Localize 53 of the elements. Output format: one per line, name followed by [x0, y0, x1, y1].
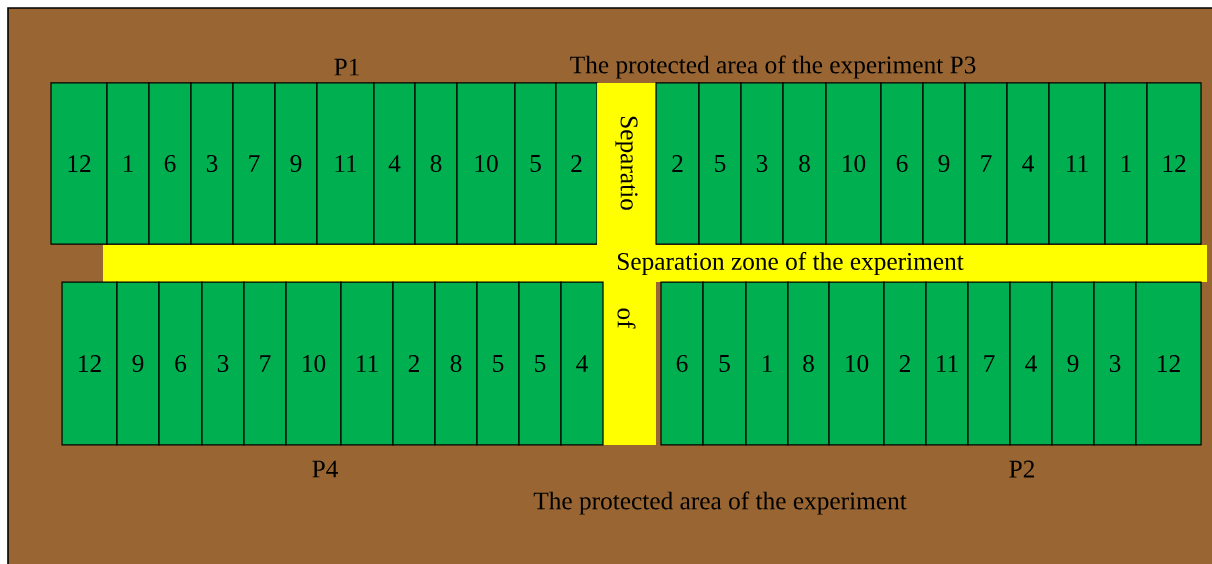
plot-cell: 3 — [1093, 281, 1137, 446]
area-label: P1 — [334, 58, 359, 76]
plot-cell: 11 — [316, 82, 375, 245]
area-label: The protected area of the experiment — [533, 491, 907, 515]
area-label: P2 — [1009, 460, 1034, 478]
plot-cell: 11 — [1048, 82, 1106, 245]
plot-cell: 8 — [434, 281, 478, 446]
plot-cell: 8 — [414, 82, 458, 245]
plot-cell: 3 — [740, 82, 784, 245]
plot-cell: 2 — [392, 281, 436, 446]
plot-cell: 5 — [514, 82, 557, 245]
plot-cell: 5 — [476, 281, 520, 446]
plot-cell: 4 — [373, 82, 416, 245]
area-label: The protected area of the experiment P3 — [570, 55, 976, 79]
plot-cell: 4 — [1006, 82, 1050, 245]
plot-cell: 8 — [782, 82, 827, 245]
plot-cell: 7 — [243, 281, 287, 446]
plot-cell: 7 — [964, 82, 1008, 245]
plot-cell: 9 — [922, 82, 966, 245]
plot-cell: 6 — [148, 82, 192, 245]
plot-cell: 10 — [828, 281, 885, 446]
plot-cell: 9 — [116, 281, 160, 446]
plot-cell: 7 — [967, 281, 1011, 446]
plot-cell: 2 — [655, 82, 700, 245]
plot-cell: 5 — [518, 281, 562, 446]
plot-cell: 1 — [1104, 82, 1148, 245]
plot-cell: 9 — [274, 82, 318, 245]
plot-cell: 12 — [50, 82, 108, 245]
plot-cell: 3 — [201, 281, 245, 446]
plot-cell: 5 — [698, 82, 742, 245]
plot-cell: 6 — [660, 281, 704, 446]
plot-cell: 5 — [702, 281, 747, 446]
plot-cell: 1 — [745, 281, 789, 446]
plot-cell: 8 — [787, 281, 830, 446]
plot-cell: 10 — [285, 281, 342, 446]
plot-cell: 4 — [560, 281, 604, 446]
plot-cell: 10 — [456, 82, 516, 245]
plot-cell: 9 — [1051, 281, 1095, 446]
plot-cell: 12 — [61, 281, 118, 446]
plot-cell: 12 — [1135, 281, 1202, 446]
area-label: P4 — [312, 460, 338, 478]
plot-cell: 6 — [158, 281, 203, 446]
plot-cell: 10 — [825, 82, 882, 245]
plot-cell: 7 — [232, 82, 276, 245]
plot-cell: 1 — [106, 82, 150, 245]
plot-cell: 4 — [1009, 281, 1053, 446]
plot-cell: 2 — [555, 82, 598, 245]
plot-cell: 11 — [925, 281, 969, 446]
plot-cell: 12 — [1146, 82, 1202, 245]
plot-cell: 11 — [340, 281, 394, 446]
plot-cell: 2 — [883, 281, 927, 446]
plot-cell: 6 — [880, 82, 924, 245]
plot-cell: 3 — [190, 82, 234, 245]
